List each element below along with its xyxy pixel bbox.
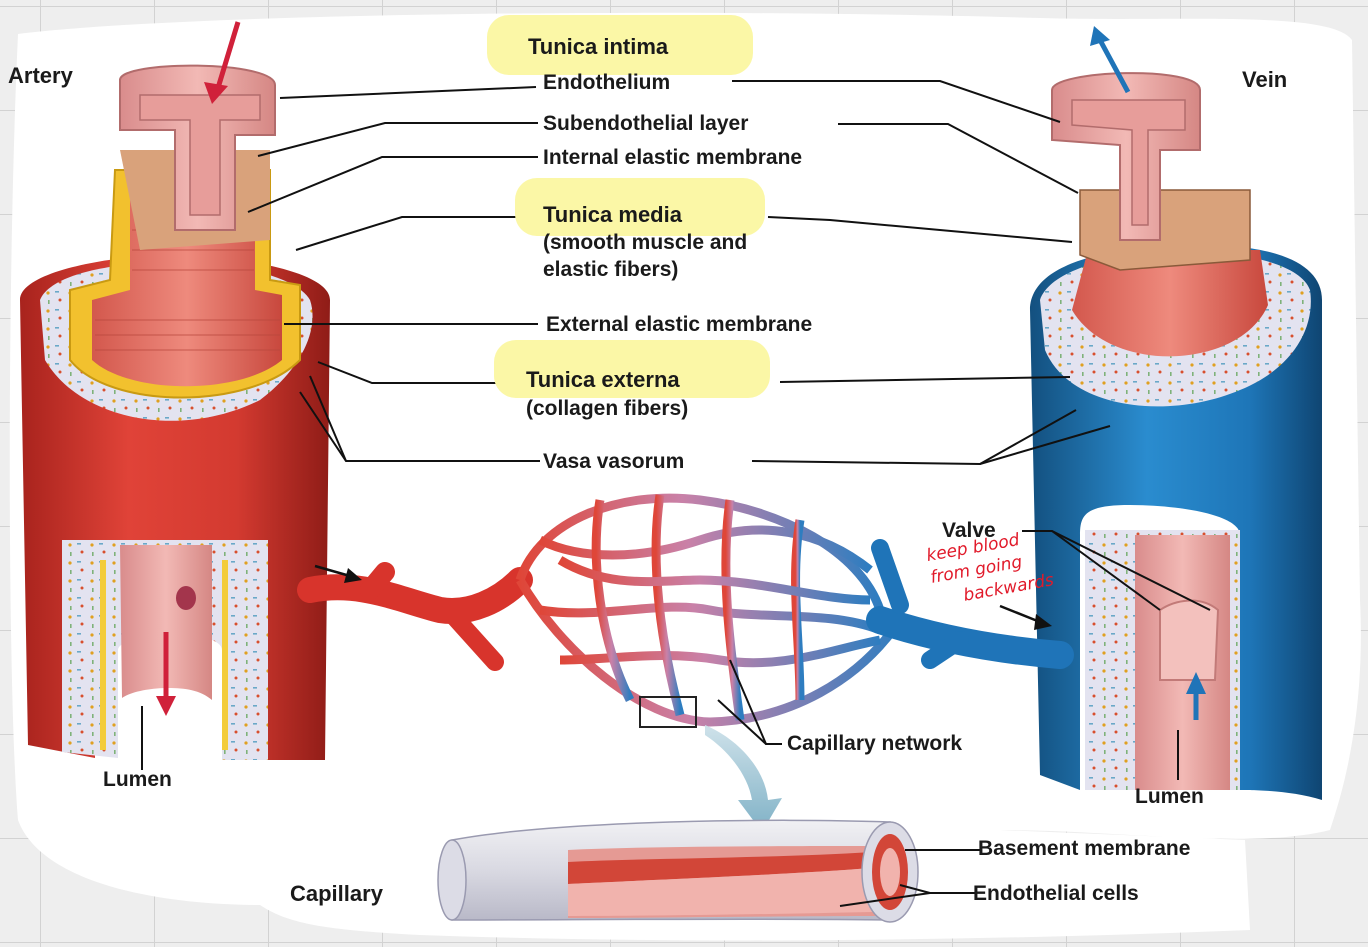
capillary-network-illustration: [297, 493, 1074, 832]
tunica-media-sub2: elastic fibers): [543, 258, 679, 281]
tunica-intima-highlight: [487, 15, 753, 75]
lumen-artery-label: Lumen: [103, 768, 172, 791]
tunica-media-highlight: [515, 178, 765, 236]
vasa-vasorum-label: Vasa vasorum: [543, 450, 685, 473]
capillary-tube-illustration: [437, 819, 919, 923]
vein-title: Vein: [1242, 67, 1288, 92]
basement-membrane-label: Basement membrane: [978, 837, 1191, 860]
tunica-externa-sub: (collagen fibers): [526, 397, 689, 420]
artery-illustration: [20, 21, 330, 760]
white-cutout: [9, 12, 1361, 941]
lumen-vein-label: Lumen: [1135, 785, 1204, 808]
subendothelial-label: Subendothelial layer: [543, 112, 749, 135]
tunica-intima-label: Tunica intima: [528, 34, 669, 59]
internal-elastic-label: Internal elastic membrane: [543, 146, 803, 169]
endothelium-label: Endothelium: [543, 71, 671, 94]
tunica-externa-highlight: [494, 340, 770, 398]
tunica-media-label: Tunica media: [543, 202, 682, 227]
tunica-media-sub1: (smooth muscle and: [543, 231, 748, 254]
leader-lines: [141, 80, 1211, 907]
capillary-network-label: Capillary network: [787, 732, 963, 755]
endothelial-cells-label: Endothelial cells: [973, 882, 1139, 905]
artery-title: Artery: [8, 63, 73, 88]
vein-illustration: [1030, 26, 1322, 800]
external-elastic-label: External elastic membrane: [546, 313, 813, 336]
capillary-title: Capillary: [290, 881, 383, 906]
valve-label: Valve: [942, 519, 996, 542]
tunica-externa-label: Tunica externa: [526, 367, 680, 392]
